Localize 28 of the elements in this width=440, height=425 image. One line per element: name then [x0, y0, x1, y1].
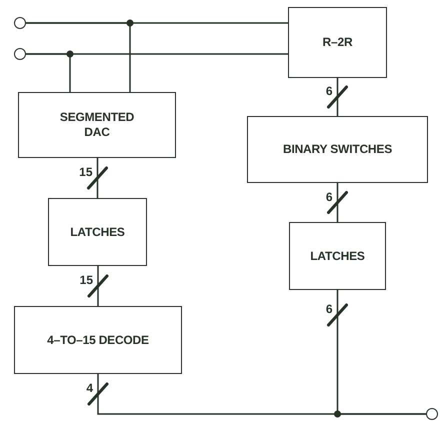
block-box: [288, 7, 387, 78]
terminal-circle: [426, 408, 438, 420]
wire: [336, 78, 338, 116]
block-box: [247, 116, 428, 183]
wire: [96, 158, 98, 198]
block-label: R–2R: [322, 35, 352, 50]
terminal-circle: [14, 48, 26, 60]
bus-width-label: 6: [324, 190, 334, 204]
bus-width-label: 6: [324, 303, 334, 316]
terminal-circle: [14, 17, 26, 29]
block-box: [289, 222, 386, 290]
block-label: SEGMENTED DAC: [58, 110, 136, 140]
wire: [26, 53, 71, 92]
bus-width-label: 6: [324, 85, 334, 98]
block-label: BINARY SWITCHES: [282, 142, 392, 157]
wire: [336, 290, 426, 415]
wire: [26, 22, 131, 92]
wire: [336, 183, 338, 222]
bus-width-label: 4: [85, 382, 94, 395]
bus-width-label: 15: [78, 274, 94, 287]
wire: [97, 266, 99, 306]
block-box: [18, 92, 176, 158]
block-label: 4–TO–15 DECODE: [47, 332, 149, 348]
block-box: [14, 306, 182, 374]
block-label: LATCHES: [310, 248, 365, 264]
bus-width-label: 15: [78, 166, 94, 179]
block-label: LATCHES: [70, 224, 125, 240]
block-box: [48, 198, 147, 266]
